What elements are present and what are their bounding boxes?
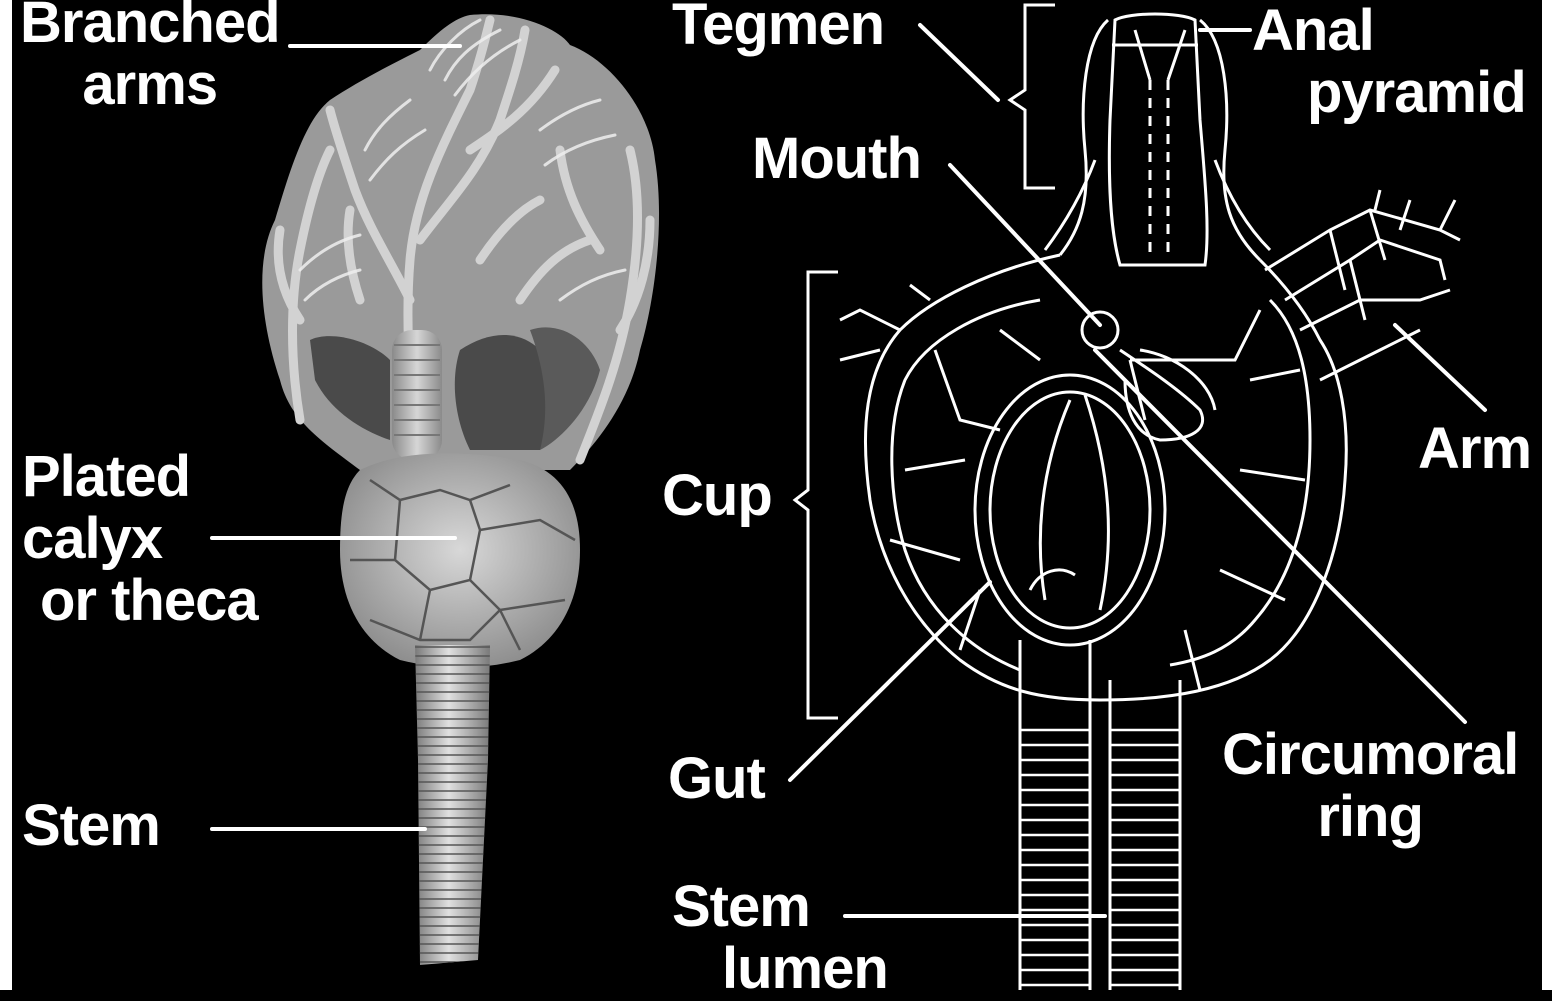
- label-stem-lumen: Stem lumen: [672, 876, 888, 1000]
- circumoral-ring-leader: [1095, 350, 1465, 722]
- label-tegmen: Tegmen: [672, 0, 884, 56]
- label-stem-lumen-line2: lumen: [672, 938, 888, 1000]
- label-circumoral-ring-line2: ring: [1222, 786, 1518, 848]
- arm-leader: [1395, 325, 1485, 410]
- label-stem-left: Stem: [22, 795, 160, 857]
- label-branched-arms-line2: arms: [20, 54, 280, 116]
- fossil-crinoid: [262, 14, 659, 965]
- label-mouth: Mouth: [752, 128, 921, 190]
- tegmen-leader: [920, 25, 998, 100]
- label-gut: Gut: [668, 748, 765, 810]
- label-anal-pyramid: Anal pyramid: [1252, 0, 1526, 124]
- tegmen-bracket: [1010, 5, 1055, 188]
- stem-segments: [1020, 730, 1180, 985]
- label-arm: Arm: [1418, 418, 1531, 480]
- label-plated-calyx: Plated calyx or theca: [22, 446, 258, 632]
- label-circumoral-ring: Circumoral ring: [1222, 724, 1518, 848]
- brackets: [795, 5, 1055, 718]
- gut-leader: [790, 582, 990, 780]
- label-branched-arms: Branched arms: [20, 0, 280, 116]
- label-plated-calyx-line3: or theca: [22, 570, 258, 632]
- label-plated-calyx-line2: calyx: [22, 508, 258, 570]
- label-circumoral-ring-line1: Circumoral: [1222, 724, 1518, 786]
- label-anal-pyramid-line2: pyramid: [1252, 62, 1526, 124]
- label-cup: Cup: [662, 465, 772, 527]
- cup-bracket: [795, 272, 838, 718]
- label-anal-pyramid-line1: Anal: [1252, 0, 1526, 62]
- label-branched-arms-line1: Branched: [20, 0, 280, 54]
- label-stem-lumen-line1: Stem: [672, 876, 888, 938]
- label-plated-calyx-line1: Plated: [22, 446, 258, 508]
- gut-ring: [975, 375, 1165, 645]
- circumoral-ring-shape: [1082, 312, 1118, 348]
